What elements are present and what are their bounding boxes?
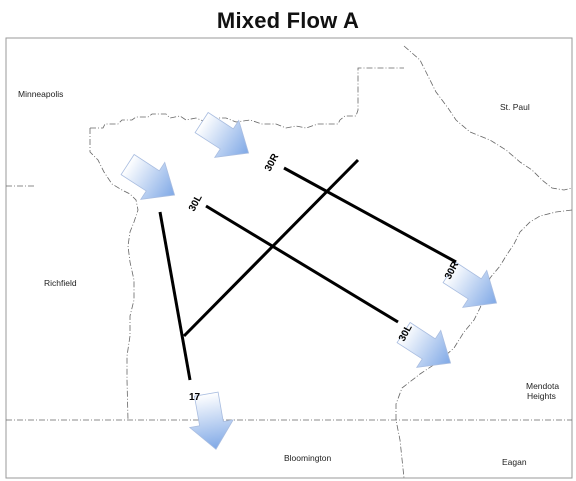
label-17: 17 bbox=[189, 392, 201, 403]
flow-arrow-30R-departure bbox=[442, 261, 498, 308]
flow-arrow-30R-arrival bbox=[194, 111, 250, 158]
runway-30L bbox=[205, 204, 399, 324]
flow-arrow-30L-arrival bbox=[120, 153, 176, 200]
label-st-paul: St. Paul bbox=[500, 102, 530, 112]
city-boundaries bbox=[6, 45, 573, 479]
flow-arrow-30L-departure bbox=[396, 321, 452, 368]
runways bbox=[158, 158, 457, 381]
label-richfield: Richfield bbox=[44, 278, 77, 288]
city-labels: Minneapolis St. Paul Richfield Mendota H… bbox=[18, 89, 559, 467]
label-eagan: Eagan bbox=[502, 457, 527, 467]
label-heights: Heights bbox=[527, 391, 556, 401]
label-bloomington: Bloomington bbox=[284, 453, 332, 463]
label-30L-top: 30L bbox=[187, 193, 205, 213]
label-mendota: Mendota bbox=[526, 381, 559, 391]
runway-30R bbox=[283, 166, 457, 264]
diagram-title: Mixed Flow A bbox=[216, 8, 360, 33]
label-minneapolis: Minneapolis bbox=[18, 89, 63, 99]
flow-arrows bbox=[120, 111, 498, 450]
runway-17 bbox=[158, 211, 192, 381]
label-30R-top: 30R bbox=[263, 151, 282, 173]
map-frame bbox=[5, 37, 573, 479]
runway-diagonal bbox=[182, 158, 360, 338]
flow-arrow-17-departure bbox=[188, 391, 234, 450]
